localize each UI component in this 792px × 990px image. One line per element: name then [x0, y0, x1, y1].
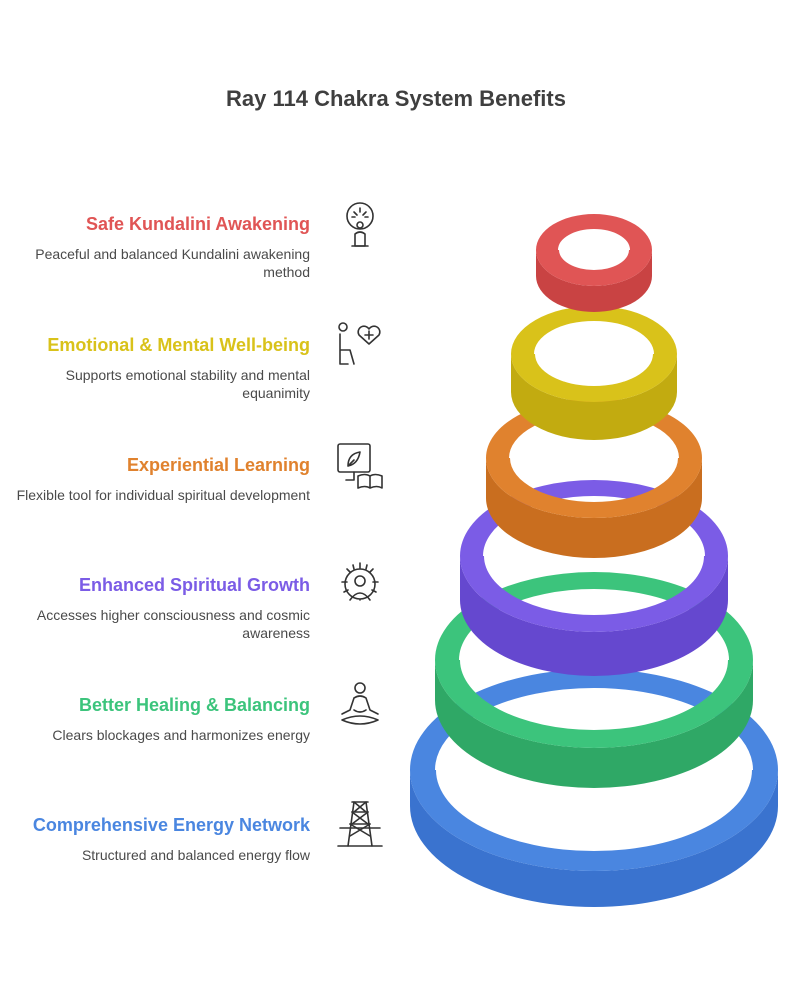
benefit-title: Better Healing & Balancing — [78, 695, 310, 715]
benefit-item-growth: Enhanced Spiritual Growth Accesses highe… — [0, 574, 310, 642]
benefit-description: Supports emotional stability and mental … — [65, 367, 310, 401]
board-book-icon — [334, 440, 386, 492]
ring-purple — [460, 480, 728, 676]
benefit-title: Safe Kundalini Awakening — [85, 214, 310, 234]
benefit-item-kundalini: Safe Kundalini Awakening Peaceful and ba… — [0, 213, 310, 281]
radiant-person-icon — [334, 560, 386, 612]
benefit-description: Accesses higher consciousness and cosmic… — [36, 607, 310, 641]
power-tower-icon — [334, 798, 386, 850]
kundalini-figure-icon — [334, 200, 386, 252]
benefit-title: Experiential Learning — [126, 455, 310, 475]
benefit-title: Enhanced Spiritual Growth — [78, 575, 310, 595]
benefit-description: Structured and balanced energy flow — [81, 847, 310, 863]
page-title: Ray 114 Chakra System Benefits — [226, 86, 566, 111]
benefit-title: Comprehensive Energy Network — [32, 815, 310, 835]
ring-red — [536, 214, 652, 312]
benefit-description: Peaceful and balanced Kundalini awakenin… — [35, 246, 310, 280]
meditating-person-icon — [334, 680, 386, 732]
chakra-rings-diagram — [410, 214, 778, 907]
benefit-title: Emotional & Mental Well-being — [47, 335, 310, 355]
benefit-item-wellbeing: Emotional & Mental Well-being Supports e… — [0, 334, 310, 402]
ring-yellow — [511, 306, 677, 440]
benefit-item-healing: Better Healing & Balancing Clears blocka… — [0, 694, 310, 744]
person-heart-icon — [334, 320, 386, 372]
benefit-item-network: Comprehensive Energy Network Structured … — [0, 814, 310, 864]
benefit-description: Flexible tool for individual spiritual d… — [16, 487, 310, 503]
benefit-description: Clears blockages and harmonizes energy — [52, 727, 310, 743]
benefit-item-learning: Experiential Learning Flexible tool for … — [0, 454, 310, 504]
